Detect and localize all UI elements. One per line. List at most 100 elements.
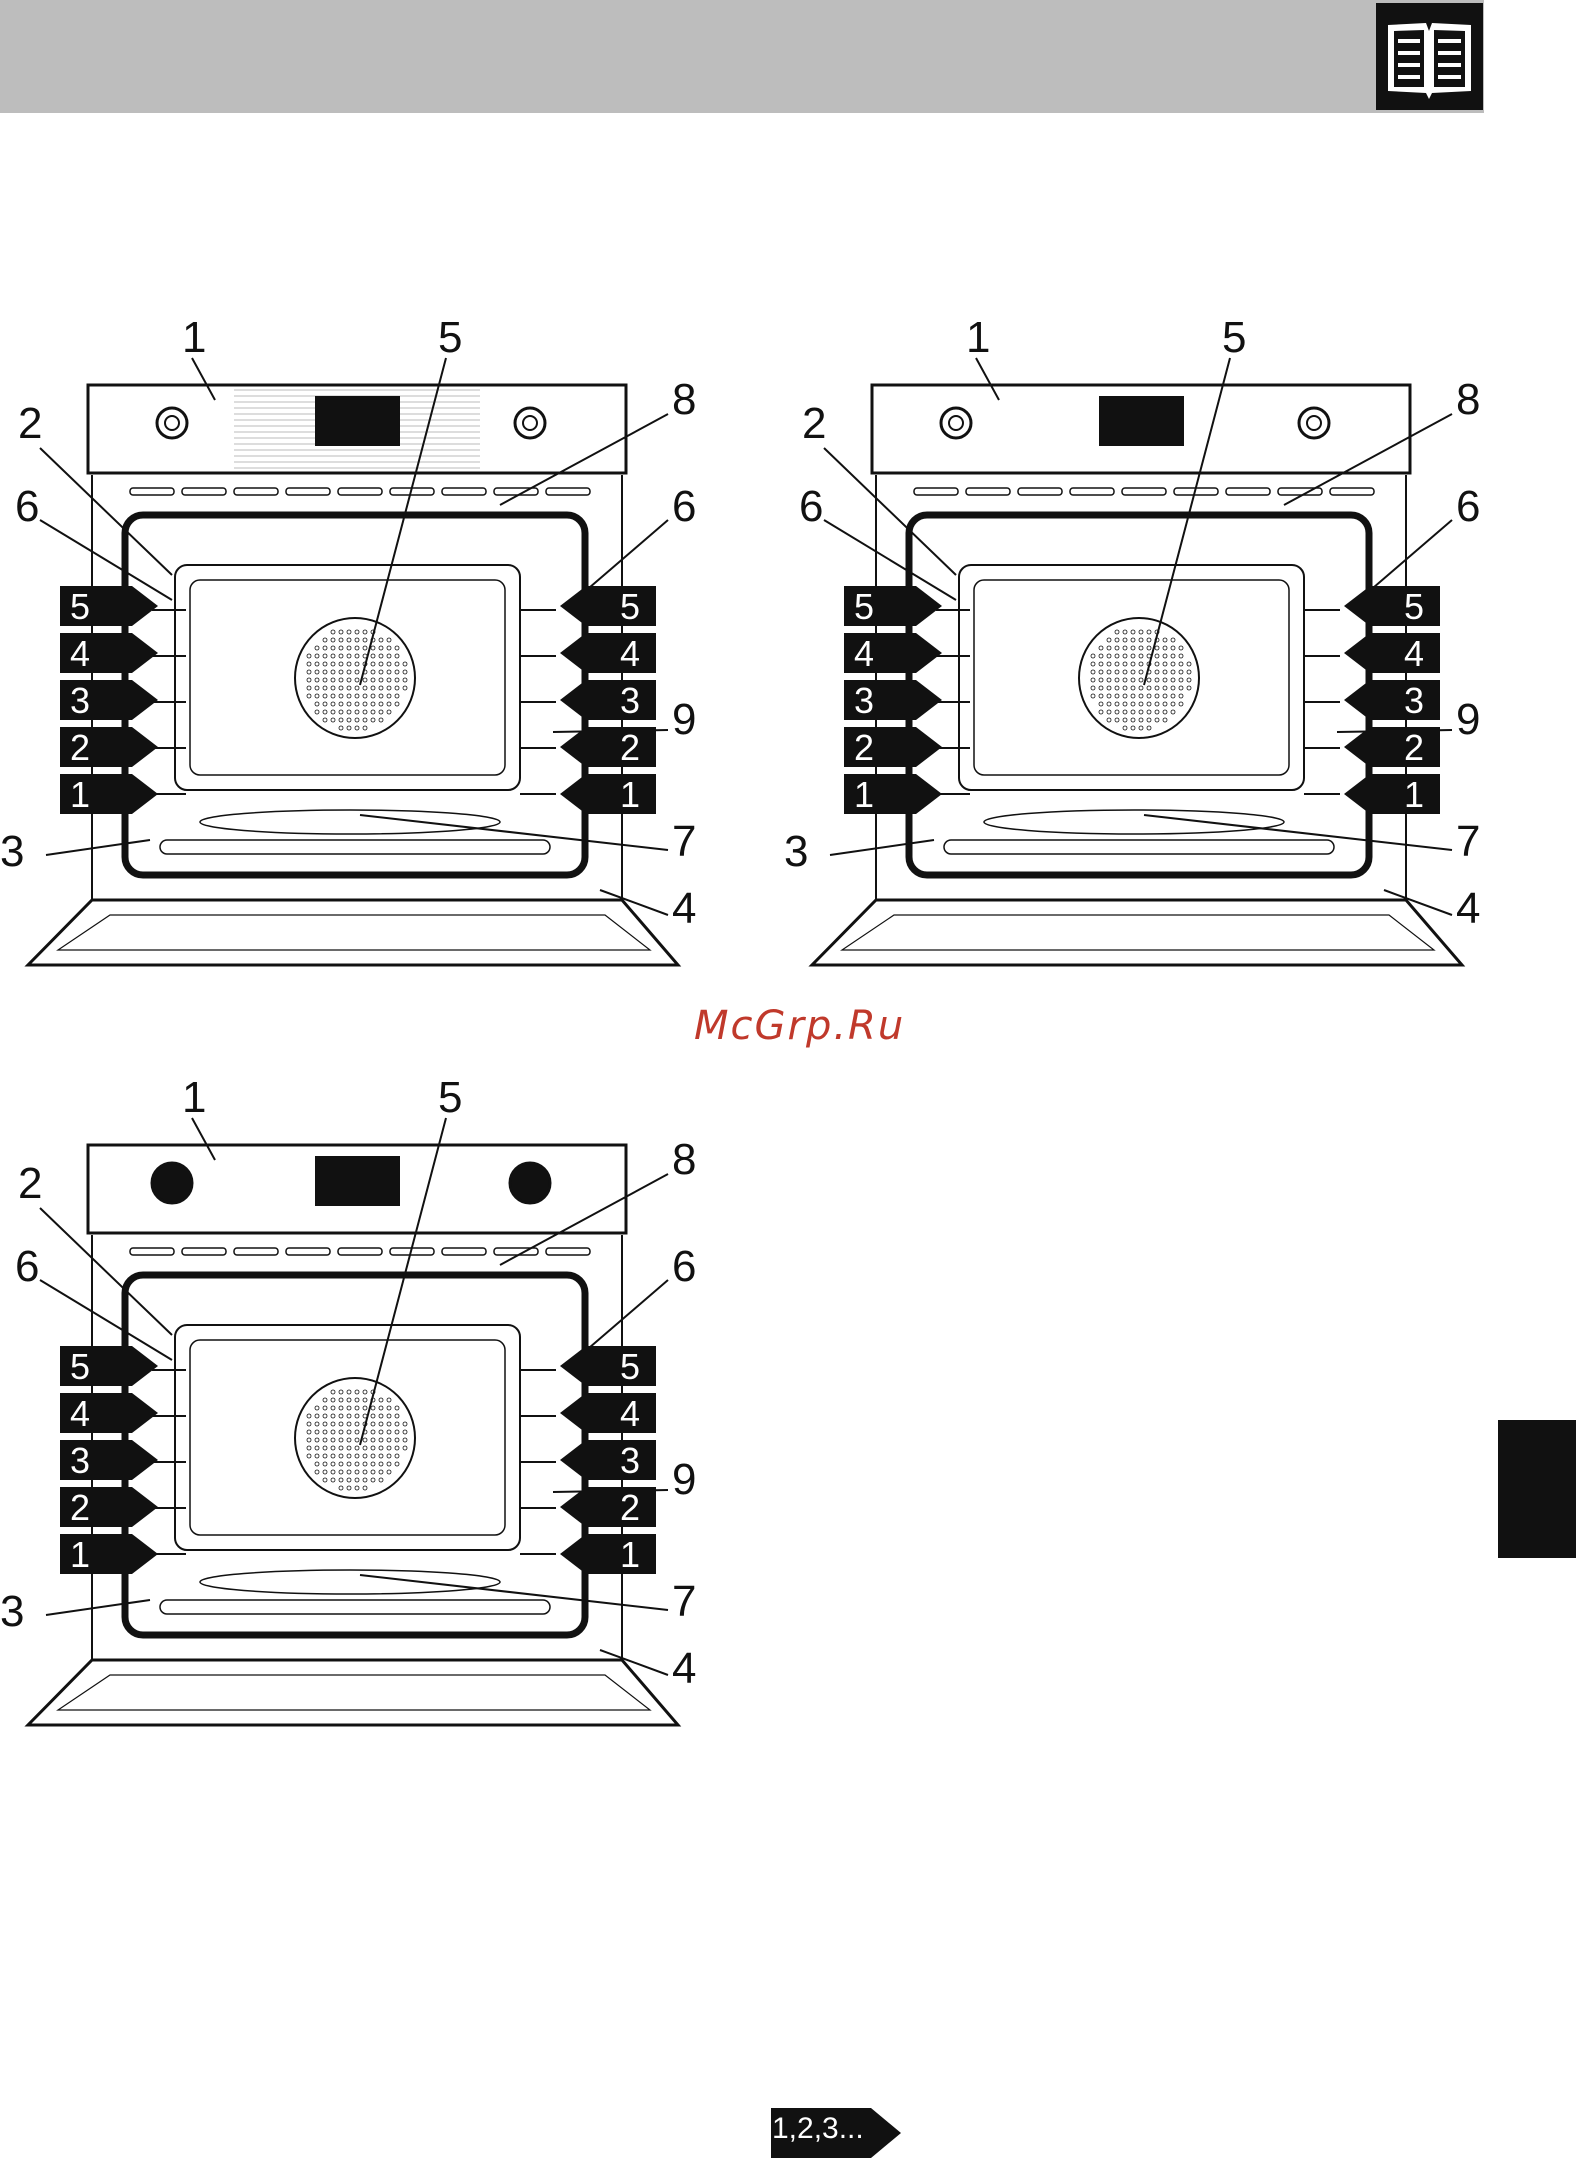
callout-7: 7 bbox=[672, 817, 696, 866]
callout-7: 7 bbox=[1456, 817, 1480, 866]
callout-9: 9 bbox=[672, 1455, 696, 1504]
shelf-labels: 5 4 3 2 1 5 4 3 2 1 bbox=[60, 586, 656, 815]
svg-text:1: 1 bbox=[854, 774, 874, 815]
svg-text:1: 1 bbox=[1404, 774, 1424, 815]
shelf-labels: 5 4 3 2 1 5 4 3 2 1 bbox=[60, 1346, 656, 1575]
callout-6-left: 6 bbox=[15, 482, 39, 531]
oven-illustration: 1 2 3 4 5 6 6 7 8 9 5 4 3 2 1 5 4 3 2 1 bbox=[0, 1070, 700, 1730]
shelf-label-left-1: 1 bbox=[844, 774, 942, 815]
shelf-label-right-4: 4 bbox=[560, 633, 656, 674]
svg-text:2: 2 bbox=[620, 1487, 640, 1528]
shelf-label-left-2: 2 bbox=[60, 1487, 158, 1528]
svg-text:3: 3 bbox=[854, 680, 874, 721]
callout-5: 5 bbox=[1222, 313, 1246, 362]
shelf-label-right-1: 1 bbox=[560, 774, 656, 815]
callout-5: 5 bbox=[438, 1073, 462, 1122]
callout-3: 3 bbox=[0, 1587, 24, 1636]
callout-3: 3 bbox=[784, 827, 808, 876]
callout-4: 4 bbox=[672, 1644, 696, 1693]
svg-text:2: 2 bbox=[620, 727, 640, 768]
svg-text:4: 4 bbox=[620, 1393, 640, 1434]
callout-9: 9 bbox=[672, 695, 696, 744]
oven-diagram-a: 1 2 3 4 5 6 6 7 8 9 5 4 3 2 1 5 4 3 2 1 bbox=[0, 310, 700, 970]
oven-diagram-c: 1 2 3 4 5 6 6 7 8 9 5 4 3 2 1 5 4 3 2 1 bbox=[0, 1070, 700, 1730]
svg-text:4: 4 bbox=[620, 633, 640, 674]
callout-9: 9 bbox=[1456, 695, 1480, 744]
callout-8: 8 bbox=[672, 1135, 696, 1184]
shelf-label-right-4: 4 bbox=[1344, 633, 1440, 674]
callout-3: 3 bbox=[0, 827, 24, 876]
oven-diagram-b: 1 2 3 4 5 6 6 7 8 9 5 4 3 2 1 5 4 3 2 1 bbox=[784, 310, 1484, 970]
next-page-label: 1,2,3... bbox=[772, 2112, 864, 2146]
svg-text:5: 5 bbox=[70, 586, 90, 627]
svg-text:2: 2 bbox=[70, 1487, 90, 1528]
shelf-label-right-5: 5 bbox=[560, 586, 656, 627]
svg-text:3: 3 bbox=[1404, 680, 1424, 721]
oven-illustration: 1 2 3 4 5 6 6 7 8 9 5 4 3 2 1 5 4 3 2 1 bbox=[784, 310, 1484, 970]
callout-2: 2 bbox=[18, 1159, 42, 1208]
oven-illustration: 1 2 3 4 5 6 6 7 8 9 5 4 3 2 1 5 4 3 2 1 bbox=[0, 310, 700, 970]
callout-8: 8 bbox=[1456, 375, 1480, 424]
shelf-label-right-3: 3 bbox=[1344, 680, 1440, 721]
callout-8: 8 bbox=[672, 375, 696, 424]
shelf-label-right-1: 1 bbox=[1344, 774, 1440, 815]
callout-4: 4 bbox=[672, 884, 696, 933]
svg-text:2: 2 bbox=[1404, 727, 1424, 768]
svg-text:4: 4 bbox=[1404, 633, 1424, 674]
shelf-label-left-5: 5 bbox=[60, 586, 158, 627]
book-icon bbox=[1376, 3, 1483, 110]
section-tab bbox=[1498, 1420, 1576, 1558]
shelf-label-right-3: 3 bbox=[560, 1440, 656, 1481]
callout-7: 7 bbox=[672, 1577, 696, 1626]
shelf-label-right-2: 2 bbox=[560, 1487, 656, 1528]
shelf-label-left-1: 1 bbox=[60, 1534, 158, 1575]
svg-text:2: 2 bbox=[854, 727, 874, 768]
shelf-label-right-1: 1 bbox=[560, 1534, 656, 1575]
shelf-label-left-1: 1 bbox=[60, 774, 158, 815]
callout-2: 2 bbox=[802, 399, 826, 448]
callout-6-right: 6 bbox=[1456, 482, 1480, 531]
shelf-label-left-3: 3 bbox=[60, 1440, 158, 1481]
callout-1: 1 bbox=[966, 313, 990, 362]
svg-text:5: 5 bbox=[854, 586, 874, 627]
svg-text:1: 1 bbox=[620, 774, 640, 815]
svg-text:1: 1 bbox=[70, 1534, 90, 1575]
svg-text:3: 3 bbox=[620, 1440, 640, 1481]
callout-2: 2 bbox=[18, 399, 42, 448]
shelf-label-left-3: 3 bbox=[60, 680, 158, 721]
shelf-label-right-5: 5 bbox=[1344, 586, 1440, 627]
callout-1: 1 bbox=[182, 1073, 206, 1122]
callout-6-right: 6 bbox=[672, 482, 696, 531]
svg-text:4: 4 bbox=[70, 633, 90, 674]
shelf-label-left-4: 4 bbox=[60, 1393, 158, 1434]
svg-text:4: 4 bbox=[70, 1393, 90, 1434]
svg-text:3: 3 bbox=[620, 680, 640, 721]
callout-4: 4 bbox=[1456, 884, 1480, 933]
callout-1: 1 bbox=[182, 313, 206, 362]
shelf-label-left-2: 2 bbox=[844, 727, 942, 768]
svg-text:1: 1 bbox=[620, 1534, 640, 1575]
shelf-label-left-2: 2 bbox=[60, 727, 158, 768]
callout-6-right: 6 bbox=[672, 1242, 696, 1291]
svg-text:4: 4 bbox=[854, 633, 874, 674]
callout-6-left: 6 bbox=[799, 482, 823, 531]
watermark: McGrp.Ru bbox=[694, 1003, 905, 1049]
callout-5: 5 bbox=[438, 313, 462, 362]
shelf-labels: 5 4 3 2 1 5 4 3 2 1 bbox=[844, 586, 1440, 815]
header-band bbox=[0, 0, 1484, 113]
shelf-label-left-3: 3 bbox=[844, 680, 942, 721]
shelf-label-left-4: 4 bbox=[844, 633, 942, 674]
svg-text:5: 5 bbox=[1404, 586, 1424, 627]
shelf-label-right-5: 5 bbox=[560, 1346, 656, 1387]
shelf-label-left-4: 4 bbox=[60, 633, 158, 674]
shelf-label-left-5: 5 bbox=[60, 1346, 158, 1387]
svg-text:5: 5 bbox=[70, 1346, 90, 1387]
svg-text:3: 3 bbox=[70, 1440, 90, 1481]
shelf-label-right-4: 4 bbox=[560, 1393, 656, 1434]
svg-text:5: 5 bbox=[620, 1346, 640, 1387]
shelf-label-right-2: 2 bbox=[560, 727, 656, 768]
svg-text:2: 2 bbox=[70, 727, 90, 768]
shelf-label-right-3: 3 bbox=[560, 680, 656, 721]
svg-text:1: 1 bbox=[70, 774, 90, 815]
callout-6-left: 6 bbox=[15, 1242, 39, 1291]
